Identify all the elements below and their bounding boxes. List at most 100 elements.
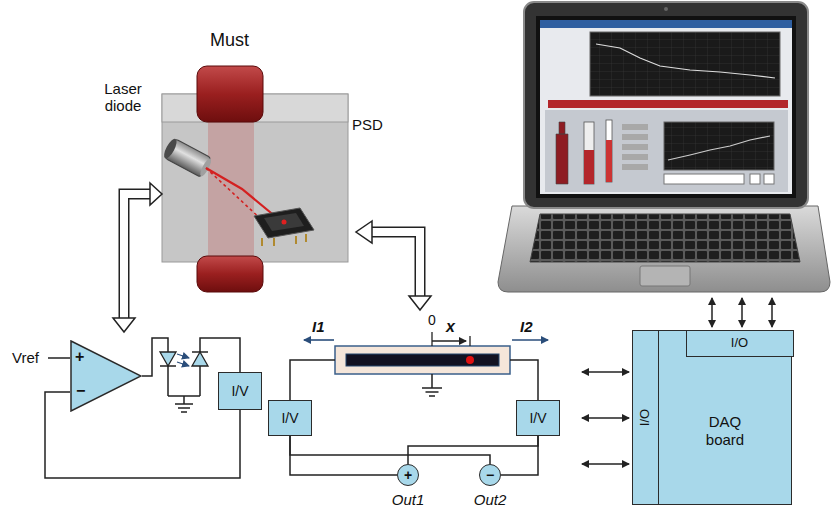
node-text: I/V [231, 383, 248, 399]
io-block: I/O [632, 330, 660, 505]
position-axis [431, 332, 432, 346]
photodiode-symbol [192, 352, 208, 366]
op-amp-triangle: +− [70, 340, 142, 412]
must-channel [197, 66, 263, 122]
io-arrow [582, 463, 629, 465]
current-arrow [304, 339, 334, 341]
node-text: + [404, 467, 412, 483]
current-label: I2 [520, 318, 533, 335]
current-label: I1 [312, 318, 325, 335]
psd-bar [346, 354, 499, 366]
link-arrow [124, 194, 150, 318]
signal-wire [501, 436, 538, 475]
laptop [596, 44, 775, 78]
part-label: PSD [352, 116, 383, 133]
output-label: − [76, 382, 85, 400]
iv-converter-box: I/V [516, 400, 560, 436]
psd-chip [282, 220, 287, 225]
laptop [622, 154, 648, 160]
laptop [750, 174, 760, 184]
laptop [590, 32, 780, 96]
driver-circuit-wire [48, 338, 240, 412]
io-arrow [711, 298, 713, 327]
laptop [606, 120, 612, 182]
link-arrow [150, 183, 162, 205]
signal-wire [408, 436, 538, 464]
laser-diode-can [162, 137, 214, 178]
psd-chip [254, 208, 314, 246]
driver-circuit-wire [168, 366, 200, 404]
daq-board: DAQ board I/O I/O [632, 330, 792, 505]
light-arrow [177, 362, 189, 366]
laptop [622, 124, 648, 130]
position-axis [432, 340, 466, 341]
iv-converter-box: I/V [268, 400, 312, 436]
laptop [545, 110, 788, 192]
link-arrow [113, 183, 162, 332]
must-channel [197, 256, 263, 292]
laptop [548, 100, 788, 108]
psd-chip [254, 208, 314, 238]
laser-diode-symbol [160, 352, 176, 366]
laptop [664, 174, 744, 184]
link-arrow [409, 296, 431, 310]
photodiode-symbol [192, 352, 208, 366]
node-text: + [75, 348, 84, 366]
laptop [498, 2, 830, 292]
laser-diode-symbol [160, 365, 176, 367]
op-amp-outline [71, 341, 141, 411]
laptop [622, 164, 648, 170]
driver-circuit-wire [200, 338, 240, 372]
io-arrow [582, 371, 629, 373]
laptop [764, 174, 774, 184]
laptop [664, 7, 668, 11]
io-arrow [771, 298, 773, 327]
laser-diode-symbol [160, 352, 176, 366]
link-arrow [124, 194, 150, 318]
summing-junction: +Out1 [397, 464, 419, 486]
part-label: Must [210, 30, 249, 51]
laser-beam [206, 168, 264, 222]
laptop [584, 122, 594, 184]
io-block: I/O [686, 330, 794, 358]
node-text: DAQ board [693, 413, 757, 448]
node-text: I/O [638, 408, 653, 425]
link-arrow [113, 318, 135, 332]
signal-wire [290, 436, 490, 464]
output-label: Out1 [392, 491, 425, 508]
psd-wire [422, 374, 442, 396]
link-arrow [372, 232, 420, 296]
node-text: I/O [731, 336, 748, 351]
laptop [668, 136, 770, 160]
light-arrow [177, 354, 189, 358]
psd-bar [335, 346, 510, 374]
position-axis [469, 336, 470, 346]
laptop [536, 16, 796, 198]
psd-wire [290, 360, 538, 400]
io-arrow [741, 298, 743, 327]
laptop [622, 144, 648, 150]
laptop [530, 214, 800, 262]
psd-chip [264, 213, 304, 231]
node-text: I/V [529, 410, 546, 426]
laptop [524, 2, 808, 208]
io-arrow [582, 417, 629, 419]
laser-diode-can [162, 137, 179, 160]
iv-converter-box: I/V [218, 372, 262, 410]
part-label: Laser diode [92, 80, 154, 115]
photodiode-symbol [192, 351, 208, 353]
node-text: I/V [281, 410, 298, 426]
link-arrow [372, 232, 420, 296]
laptop [540, 20, 792, 194]
psd-bar [466, 356, 474, 364]
light-arrow [177, 354, 189, 366]
psd-wire [290, 360, 335, 400]
laptop [622, 134, 648, 140]
axis-variable: x [446, 318, 455, 336]
laptop [556, 122, 568, 184]
axis-origin: 0 [428, 312, 436, 328]
laptop [498, 206, 830, 292]
